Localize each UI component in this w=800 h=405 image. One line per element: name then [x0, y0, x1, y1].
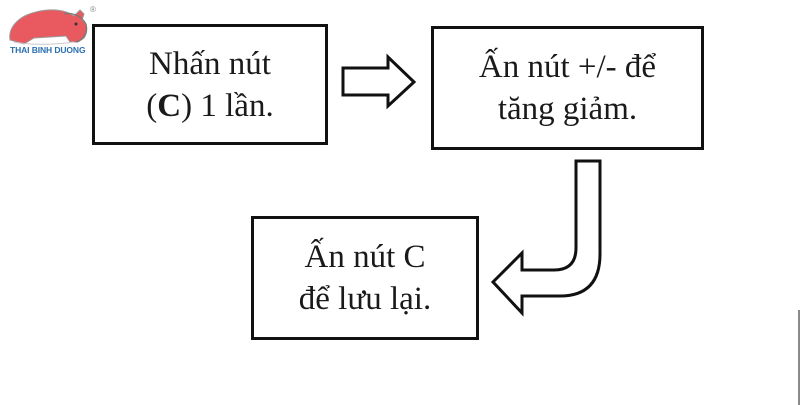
- brand-text: THAI BINH DUONG: [10, 45, 86, 55]
- paren-open: (: [146, 87, 158, 124]
- step-box-adjust: Ấn nút +/- để tăng giảm.: [431, 26, 704, 150]
- step-text: Nhấn nút (C) 1 lần.: [146, 43, 273, 127]
- button-c-label: C: [157, 87, 182, 124]
- step-1-line-1: Nhấn nút: [149, 45, 271, 82]
- brand-logo: ® THAI BINH DUONG: [4, 2, 96, 58]
- step-2-line-2: tăng giảm.: [497, 91, 638, 127]
- step-text: Ấn nút +/- để tăng giảm.: [479, 46, 656, 130]
- step-1-suffix: ) 1 lần.: [181, 87, 274, 124]
- step-2-line-1: Ấn nút +/- để: [478, 49, 657, 85]
- step-1-line-2: (C) 1 lần.: [146, 85, 273, 127]
- edge-divider: [798, 310, 800, 405]
- arrow-right-icon: [341, 53, 417, 110]
- step-3-line-1: Ấn nút C: [304, 239, 426, 275]
- step-text: Ấn nút C để lưu lại.: [299, 236, 431, 320]
- step-box-press-c: Nhấn nút (C) 1 lần.: [92, 24, 328, 145]
- pig-icon: [9, 9, 88, 45]
- registered-mark: ®: [90, 5, 96, 14]
- bent-arrow-down-left-icon: [490, 159, 602, 317]
- step-3-line-2: để lưu lại.: [298, 281, 432, 317]
- step-box-save: Ấn nút C để lưu lại.: [251, 216, 479, 340]
